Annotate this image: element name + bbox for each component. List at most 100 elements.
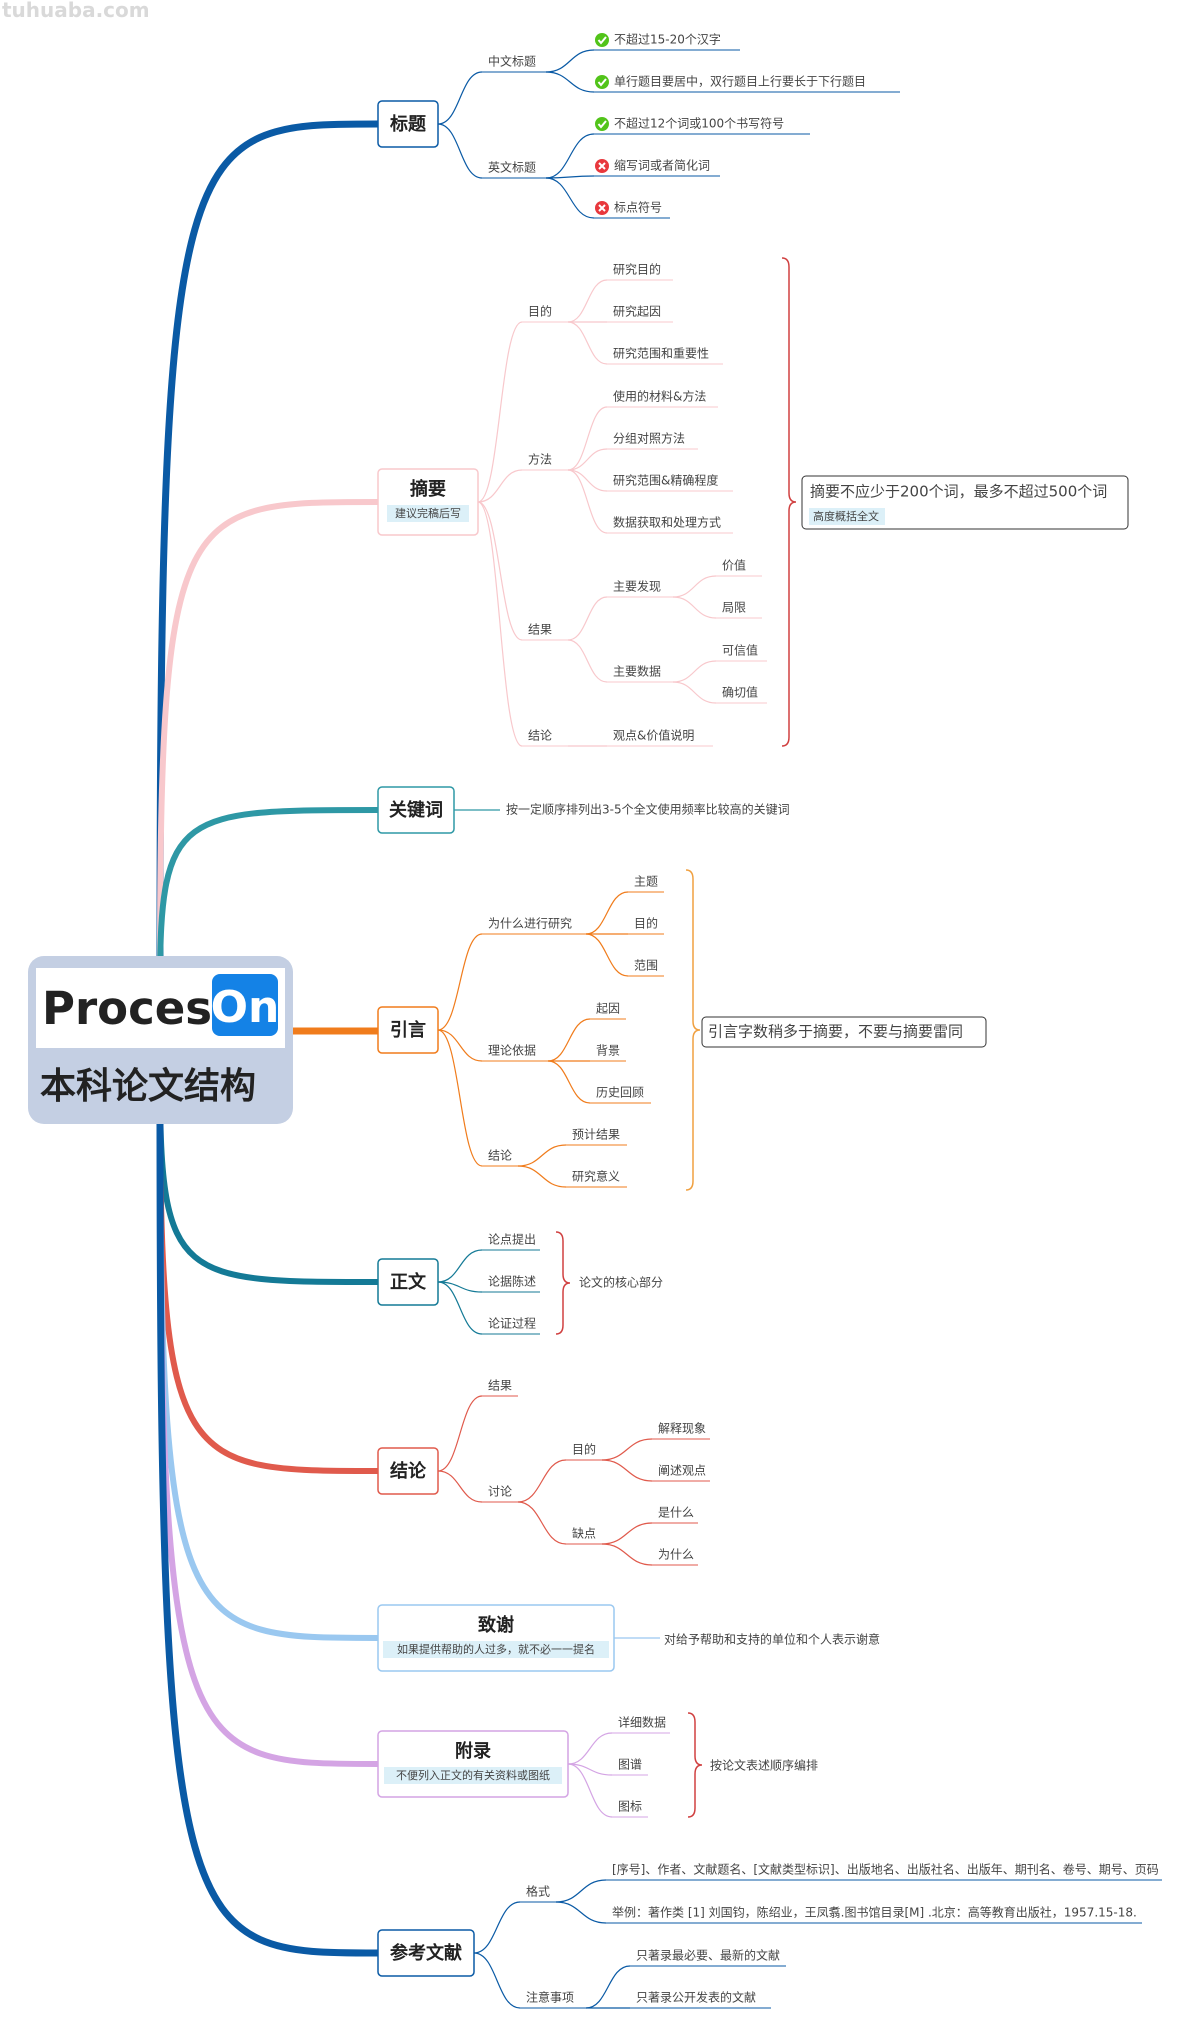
connector-line (545, 175, 595, 179)
level1-node[interactable]: 理论依据 (488, 1043, 536, 1058)
level3-node[interactable]: 局限 (722, 601, 746, 615)
level2-node[interactable]: 不超过12个词或100个书写符号 (614, 116, 784, 131)
branch-node-conclusion[interactable]: 结论 (390, 1460, 427, 1482)
level3-node[interactable]: 解释现象 (658, 1422, 706, 1436)
connector-line (473, 1952, 521, 2009)
check-icon-mark (597, 78, 607, 87)
level1-node[interactable]: 注意事项 (526, 1990, 574, 2005)
branch-node-body-box[interactable] (377, 1258, 439, 1306)
level1-node[interactable]: 结果 (528, 623, 552, 637)
branch-node-appendix[interactable]: 附录 (455, 1740, 491, 1762)
branch-node-body[interactable]: 正文 (390, 1271, 427, 1293)
level1-node[interactable]: 图标 (618, 1800, 642, 1814)
level2-node[interactable]: 缩写词或者简化词 (614, 158, 710, 173)
root-brand-badge (212, 974, 278, 1036)
level1-node[interactable]: 详细数据 (618, 1715, 666, 1730)
level1-node[interactable]: 方法 (528, 452, 552, 467)
level2-node[interactable]: 主题 (634, 875, 658, 889)
level2-node[interactable]: 观点&价值说明 (613, 728, 694, 743)
level2-node[interactable]: 研究目的 (613, 262, 661, 277)
branch-node-title[interactable]: 标题 (389, 113, 427, 135)
level2-node[interactable]: 分组对照方法 (613, 431, 685, 446)
connector-line (437, 1395, 483, 1472)
level1-node[interactable]: 为什么进行研究 (488, 916, 572, 931)
branch-node-intro[interactable]: 引言 (390, 1019, 426, 1041)
connector-line (477, 501, 523, 747)
level2-node[interactable]: 研究范围和重要性 (613, 346, 709, 361)
level2-node[interactable]: [序号]、作者、文献题名、[文献类型标识]、出版地名、出版社名、出版年、期刊名、… (612, 1862, 1159, 1877)
level1-node[interactable]: 论证过程 (488, 1316, 536, 1331)
summary-brace (781, 257, 797, 747)
level2-node[interactable]: 研究范围&精确程度 (613, 473, 718, 488)
connector-line (437, 1249, 483, 1283)
level3-node[interactable]: 可信值 (722, 643, 758, 658)
branch-node-abstract[interactable]: 摘要 (410, 478, 446, 500)
branch-node-keywords-box[interactable] (377, 786, 455, 834)
level1-node[interactable]: 结论 (528, 729, 552, 743)
level1-node[interactable]: 中文标题 (488, 54, 536, 69)
intro-summary-box[interactable] (701, 1016, 987, 1048)
connector-line (601, 1438, 653, 1461)
level1-node[interactable]: 按一定顺序排列出3-5个全文使用频率比较高的关键词 (506, 802, 790, 817)
level1-node[interactable]: 讨论 (488, 1485, 512, 1499)
level2-node[interactable]: 起因 (596, 1002, 620, 1016)
level2-node[interactable]: 背景 (596, 1044, 620, 1058)
level1-node[interactable]: 论据陈述 (488, 1274, 536, 1289)
branch-node-intro-box[interactable] (377, 1006, 439, 1054)
level1-node[interactable]: 图谱 (618, 1758, 642, 1772)
level2-node[interactable]: 标点符号 (614, 200, 662, 215)
level2-node[interactable]: 单行题目要居中，双行题目上行要长于下行题目 (614, 74, 866, 89)
level2-node[interactable]: 主要数据 (613, 664, 661, 679)
branch-line-title (156, 120, 379, 971)
level2-node[interactable]: 只著录最必要、最新的文献 (636, 1948, 780, 1963)
connector-line (672, 596, 717, 619)
level1-node[interactable]: 对给予帮助和支持的单位和个人表示谢意 (664, 1632, 880, 1647)
summary-brace (555, 1231, 571, 1335)
level2-node[interactable]: 缺点 (572, 1526, 596, 1541)
level2-node[interactable]: 主要发现 (613, 579, 661, 594)
connector-line (437, 1029, 483, 1167)
branch-line-thanks (157, 1089, 379, 1641)
connector-line (547, 1060, 591, 1104)
connector-line (477, 501, 523, 641)
level2-node[interactable]: 不超过15-20个汉字 (614, 32, 721, 47)
level1-node[interactable]: 目的 (528, 304, 552, 319)
level2-node[interactable]: 研究意义 (572, 1169, 620, 1184)
level2-node[interactable]: 研究起因 (613, 304, 661, 319)
level3-node[interactable]: 价值 (722, 558, 746, 573)
level2-node[interactable]: 只著录公开发表的文献 (636, 1990, 756, 2005)
connector-line (437, 71, 483, 125)
branch-node-conclusion-box[interactable] (377, 1447, 439, 1495)
level1-node[interactable]: 结果 (488, 1379, 512, 1393)
level2-node[interactable]: 预计结果 (572, 1128, 620, 1142)
branch-node-refs[interactable]: 参考文献 (390, 1942, 462, 1964)
connector-line (517, 1501, 567, 1545)
level1-node[interactable]: 格式 (526, 1884, 550, 1899)
root-node[interactable]: Process On 本科论文结构 (28, 956, 293, 1124)
level2-node[interactable]: 历史回顾 (596, 1086, 644, 1100)
level3-node[interactable]: 阐述观点 (658, 1464, 706, 1478)
intro-summary-label: 引言字数稍多于摘要，不要与摘要雷同 (708, 1023, 963, 1041)
branch-node-thanks[interactable]: 致谢 (478, 1614, 514, 1636)
connector-line (517, 1144, 567, 1167)
check-icon-mark (597, 36, 607, 45)
branch-node-refs-box[interactable] (377, 1929, 475, 1977)
branch-node-title-box[interactable] (377, 100, 439, 148)
level1-node[interactable]: 论点提出 (488, 1232, 536, 1247)
level1-node[interactable]: 英文标题 (488, 160, 536, 175)
level3-node[interactable]: 是什么 (658, 1506, 694, 1520)
connector-line (517, 1165, 567, 1188)
connector-line (567, 321, 608, 365)
level2-node[interactable]: 数据获取和处理方式 (613, 515, 721, 530)
level2-node[interactable]: 目的 (634, 916, 658, 931)
branch-line-abstract (157, 499, 379, 976)
branch-node-keywords[interactable]: 关键词 (389, 799, 443, 821)
level1-node[interactable]: 结论 (488, 1149, 512, 1163)
level3-node[interactable]: 为什么 (658, 1548, 694, 1562)
level3-node[interactable]: 确切值 (722, 685, 758, 700)
level2-node[interactable]: 使用的材料&方法 (613, 389, 706, 404)
level2-node[interactable]: 举例：著作类 [1] 刘国钧，陈绍业，王凤翥.图书馆目录[M] .北京：高等教育… (612, 1905, 1137, 1920)
level2-node[interactable]: 目的 (572, 1442, 596, 1457)
level2-node[interactable]: 范围 (634, 959, 658, 973)
